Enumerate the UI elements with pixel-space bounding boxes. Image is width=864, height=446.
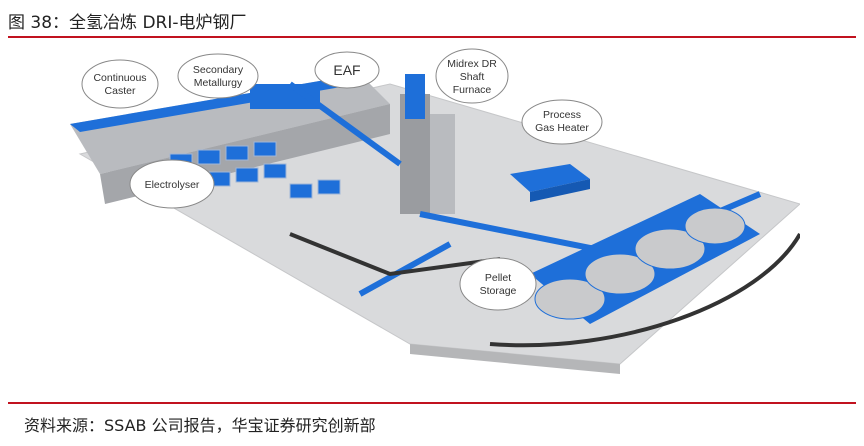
callout-secondary-metallurgy-line2: Metallurgy	[194, 77, 243, 89]
callout-midrex-line3: Furnace	[453, 84, 492, 96]
callout-process-gas-heater: Process Gas Heater	[521, 99, 603, 145]
callout-continuous-caster-line2: Caster	[105, 85, 136, 97]
top-divider	[8, 36, 856, 38]
callout-continuous-caster-line1: Continuous	[93, 72, 146, 84]
callout-midrex-line2: Shaft	[460, 71, 485, 83]
callout-secondary-metallurgy: Secondary Metallurgy	[177, 53, 259, 99]
source-note: 资料来源：SSAB 公司报告，华宝证券研究创新部	[24, 416, 376, 435]
bottom-divider	[8, 402, 856, 404]
rail-loop	[489, 233, 800, 348]
callout-eaf: EAF	[314, 51, 380, 89]
gas-heater-base	[530, 179, 590, 202]
conveyor-loading	[358, 241, 452, 297]
callout-pellet-storage-line1: Pellet	[485, 272, 511, 284]
callout-pellet-storage: Pellet Storage	[459, 257, 537, 311]
figure-title: 图 38：全氢冶炼 DRI-电炉钢厂	[8, 13, 247, 33]
pellet-silos	[530, 194, 760, 324]
shaft-furnace-top	[405, 74, 425, 119]
gas-heater	[510, 164, 590, 192]
callout-electrolyser-text: Electrolyser	[145, 179, 200, 191]
tower-side	[430, 114, 455, 214]
callout-process-gas-heater-line2: Gas Heater	[535, 122, 589, 134]
callout-eaf-text: EAF	[333, 62, 360, 78]
ground-edge	[410, 344, 620, 374]
callout-midrex: Midrex DR Shaft Furnace	[435, 48, 509, 104]
callout-secondary-metallurgy-line1: Secondary	[193, 64, 244, 76]
rail-loop-inner	[289, 232, 501, 277]
callout-process-gas-heater-line1: Process	[543, 109, 581, 121]
callout-midrex-line1: Midrex DR	[447, 58, 497, 70]
callout-pellet-storage-line2: Storage	[480, 285, 517, 297]
plant-illustration: Continuous Caster Secondary Metallurgy E…	[70, 48, 800, 374]
callout-continuous-caster: Continuous Caster	[81, 59, 159, 109]
callout-electrolyser: Electrolyser	[129, 159, 215, 209]
conveyor-eaf	[288, 81, 402, 167]
